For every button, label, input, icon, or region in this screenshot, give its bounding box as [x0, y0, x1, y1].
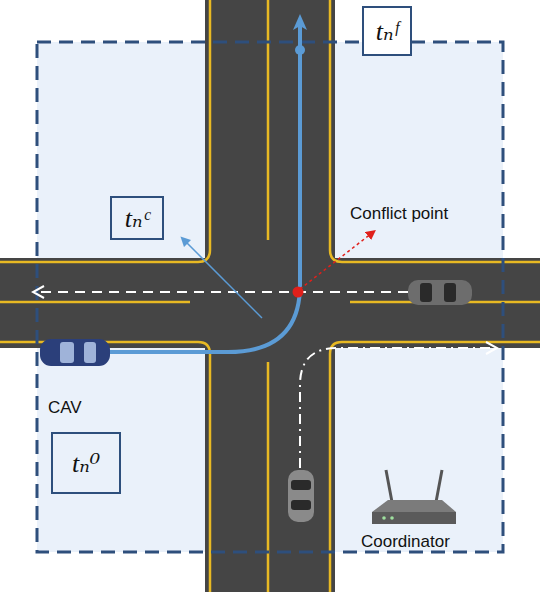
time-box: tₙᶠ	[362, 6, 412, 56]
time-symbol: tₙ⁰	[72, 448, 100, 479]
control-zone-boundary	[37, 42, 503, 552]
car	[408, 280, 472, 305]
cav-path	[105, 22, 300, 352]
time-symbol: tₙᶜ	[125, 203, 150, 234]
conflict-point	[293, 287, 304, 298]
leader-line	[184, 240, 262, 318]
annotation-label: CAV	[48, 398, 82, 418]
router-icon	[372, 470, 456, 524]
time-symbol: tₙᶠ	[376, 16, 398, 47]
annotation-label: Conflict point	[350, 204, 448, 224]
time-box: tₙᶜ	[110, 196, 164, 240]
car	[288, 470, 314, 522]
cav-car	[40, 339, 110, 366]
right-turn-path	[300, 348, 492, 468]
straight-path	[38, 291, 408, 293]
leader-line	[300, 233, 372, 289]
annotation-label: Coordinator	[361, 532, 450, 552]
exit-point	[295, 45, 305, 55]
time-box: tₙ⁰	[51, 432, 121, 494]
